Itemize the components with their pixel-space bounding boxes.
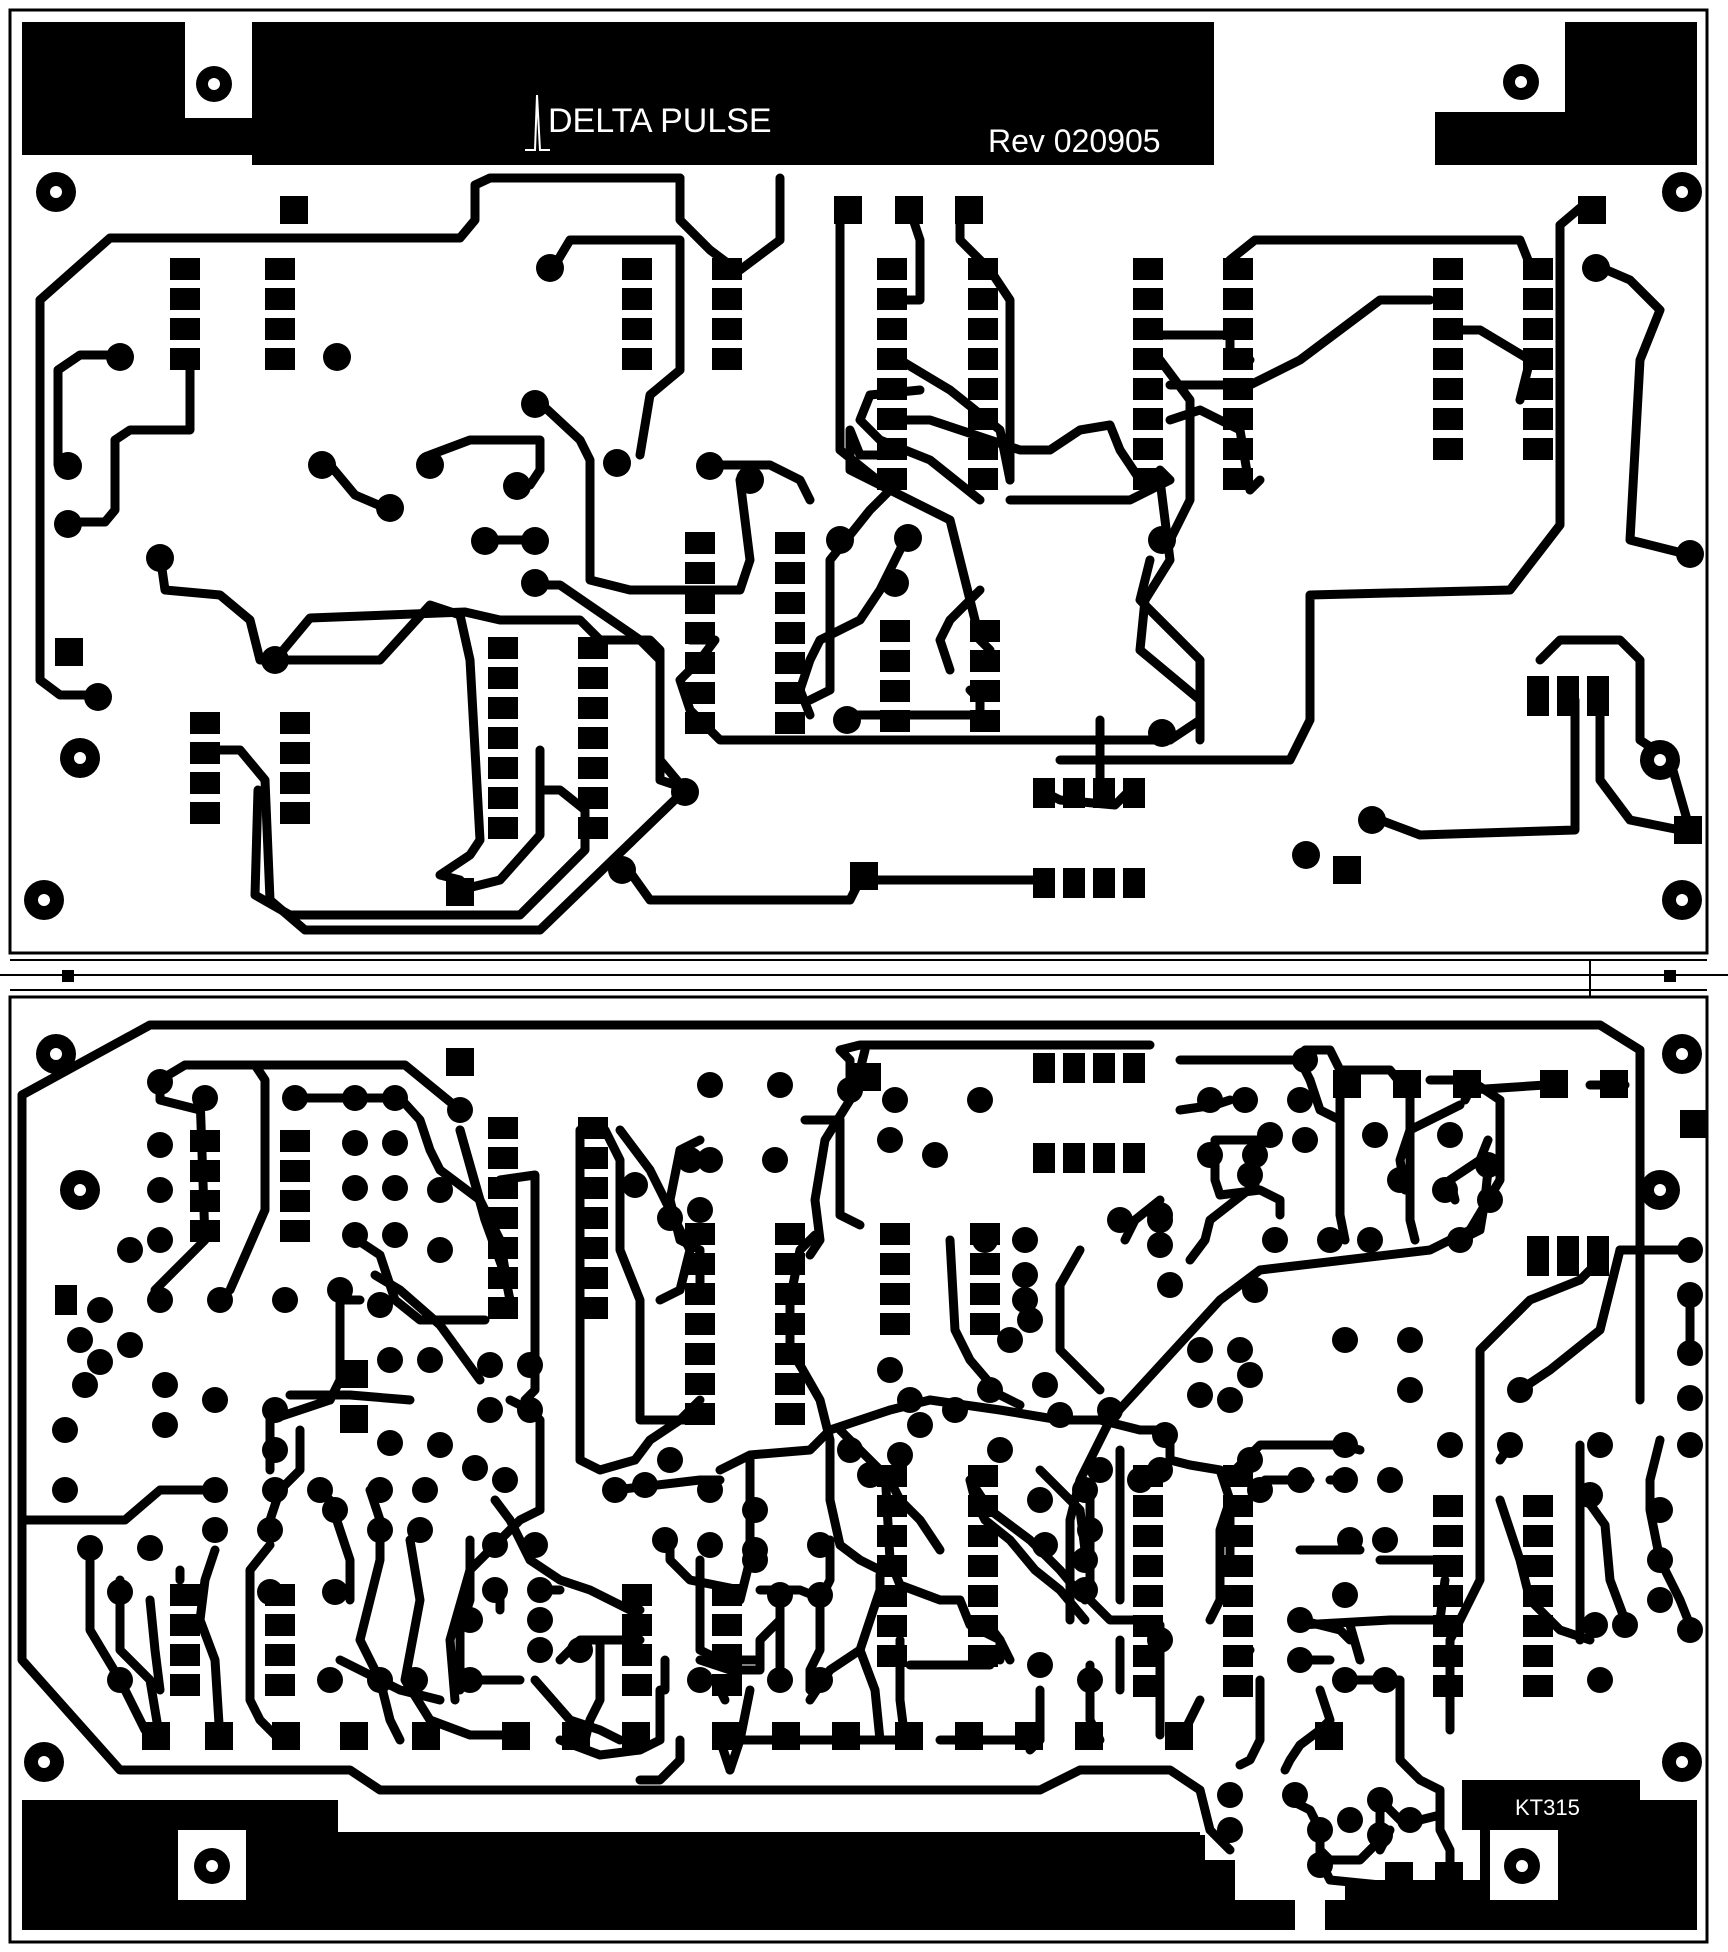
top-pads (24, 172, 1704, 920)
transistor-label: KT315 (1515, 1795, 1580, 1820)
bottom-mounting-holes (24, 1034, 1702, 1782)
bottom-ic-pads (55, 1053, 1609, 1697)
top-mounting-holes (24, 172, 1702, 920)
top-fill-holes (185, 50, 1565, 118)
top-round-pads (54, 254, 1704, 884)
board-revision: Rev 020905 (988, 123, 1161, 159)
registration-mark-left (62, 970, 74, 982)
bottom-board-outline (8, 995, 1709, 1944)
bottom-ground-plane-left (22, 1800, 1295, 1930)
top-ground-plane-left (22, 22, 1214, 165)
pulse-logo-icon (525, 94, 550, 151)
top-square-pads (55, 196, 1702, 906)
bottom-pads (24, 1034, 1708, 1890)
top-title-block: DELTA PULSE Rev 020905 (525, 94, 1161, 159)
bottom-ground-plane-mid (1325, 1880, 1480, 1930)
top-ground-fills (22, 22, 1697, 165)
top-ic-pads (170, 258, 1609, 898)
board-frames (0, 8, 1728, 1944)
bottom-square-pads (142, 1048, 1708, 1890)
board-title: DELTA PULSE (548, 102, 772, 140)
bottom-fill-holes (178, 1830, 1558, 1900)
bottom-round-pads (52, 1047, 1703, 1878)
top-ground-plane-right (1435, 22, 1697, 165)
registration-mark-right (1664, 970, 1676, 982)
top-board-outline (8, 8, 1709, 955)
